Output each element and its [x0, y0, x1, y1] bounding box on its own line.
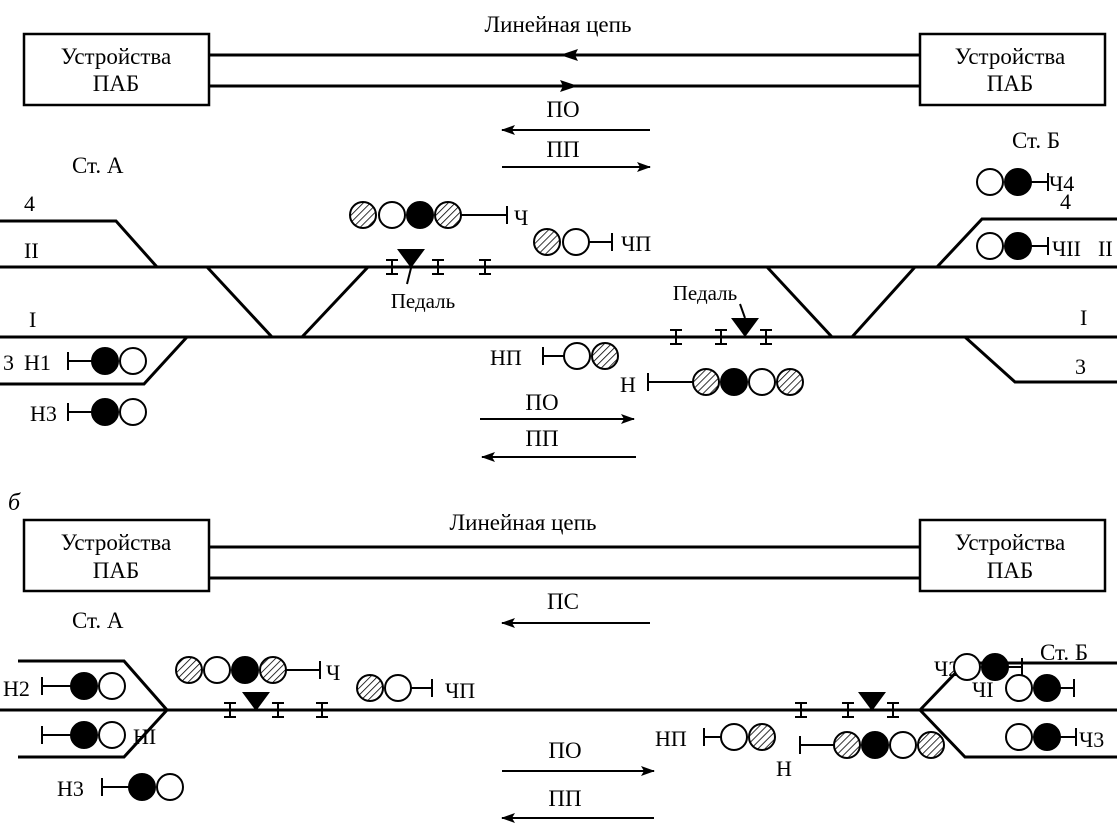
right-track-4-label: 4: [1060, 189, 1071, 214]
station-b-label: Ст. Б: [1012, 128, 1060, 153]
pedal-left-label: Педаль: [391, 289, 455, 313]
signal-ni: [41, 721, 126, 749]
pab-device-right-b: [918, 518, 1107, 593]
right-track-3-label: 3: [1075, 354, 1086, 379]
pedal-right-leader: [739, 303, 746, 319]
pab-device-right: [918, 32, 1107, 107]
signal-chi: [1005, 674, 1075, 702]
arrow-label-pp-lower: ПП: [525, 426, 558, 451]
signal-ch3: [1005, 723, 1077, 751]
arrow-left-icon: [560, 49, 578, 61]
station-a-label-b: Ст. А: [72, 608, 124, 633]
track-3-label: 3: [3, 350, 14, 375]
signal-ch4-label: Ч4: [1049, 171, 1074, 196]
signal-ch-label: Ч: [514, 205, 528, 230]
track-ii-label: II: [24, 238, 39, 263]
pedal-right-icon: [731, 318, 759, 337]
signal-chp: [533, 228, 613, 256]
signal-n2-label: Н2: [3, 676, 30, 701]
pab-device-right-line2: ПАБ: [987, 71, 1033, 96]
insulating-joints-b-right: [795, 702, 899, 718]
signal-n2: [41, 672, 126, 700]
signal-chp-b: [356, 674, 433, 702]
signal-np: [542, 342, 619, 370]
arrow-label-ps: ПС: [547, 589, 579, 614]
pab-device-left: [22, 32, 211, 107]
tracks-a: [0, 217, 1117, 386]
pedal-left-icon: [397, 249, 425, 268]
arrow-label-pp-b: ПП: [548, 786, 581, 811]
signal-n-label: Н: [620, 372, 636, 397]
right-track-ii-label: II: [1098, 236, 1113, 261]
pab-device-left-b-line1: Устройства: [61, 530, 171, 555]
signal-n-b-label: Н: [776, 756, 792, 781]
station-a-label: Ст. А: [72, 153, 124, 178]
signal-chp-label: ЧП: [621, 231, 651, 256]
signal-n-b: [799, 731, 945, 759]
track-4-label: 4: [24, 191, 35, 216]
figure-b: б Устройства ПАБ Устройства ПАБ Линейная…: [0, 490, 1117, 823]
signal-n1: [67, 347, 147, 375]
signal-ni-label: НI: [133, 724, 156, 749]
signal-np-b: [703, 723, 776, 751]
pab-device-left-line1: Устройства: [61, 44, 171, 69]
insulating-joints-b-left: [224, 702, 328, 718]
signal-chii: [976, 232, 1049, 260]
signal-ch2: [953, 653, 1023, 681]
arrow-label-pp-upper: ПП: [546, 137, 579, 162]
signal-n1-label: Н1: [24, 350, 51, 375]
pab-device-right-line1: Устройства: [955, 44, 1065, 69]
signal-np-label: НП: [490, 345, 522, 370]
panel-label-b: б: [8, 490, 21, 516]
pedal-left-leader: [406, 267, 412, 285]
pab-device-left-b: [22, 518, 211, 593]
signal-n3: [67, 398, 147, 426]
tracks-b: [0, 659, 1117, 759]
signal-ch: [349, 201, 508, 229]
signal-n3-b: [101, 773, 184, 801]
pab-device-left-line2: ПАБ: [93, 71, 139, 96]
right-track-i-label: I: [1080, 305, 1087, 330]
signal-chp-b-label: ЧП: [445, 678, 475, 703]
signal-n3-b-label: Н3: [57, 776, 84, 801]
signal-n3-label: Н3: [30, 401, 57, 426]
signal-chi-label: ЧI: [972, 677, 994, 702]
pedal-right-b-icon: [858, 692, 886, 711]
track-i-label: I: [29, 307, 36, 332]
signal-np-b-label: НП: [655, 726, 687, 751]
pab-device-left-b-line2: ПАБ: [93, 558, 139, 583]
line-circuit-label: Линейная цепь: [485, 12, 632, 37]
signal-ch4: [976, 168, 1049, 196]
figure-a: Устройства ПАБ Устройства ПАБ Линейная ц…: [0, 12, 1117, 462]
pab-device-right-b-line1: Устройства: [955, 530, 1065, 555]
arrow-right-icon: [560, 80, 578, 92]
insulating-joints-a-bottom: [670, 329, 772, 345]
signal-n: [647, 368, 804, 396]
insulating-joints-a-top: [386, 259, 491, 275]
signal-chii-label: ЧII: [1052, 236, 1081, 261]
arrow-label-po-lower: ПО: [525, 390, 558, 415]
arrow-label-po-b: ПО: [548, 738, 581, 763]
signal-ch-b-label: Ч: [326, 660, 340, 685]
signal-ch3-label: Ч3: [1079, 727, 1104, 752]
pedal-left-b-icon: [242, 692, 270, 711]
arrow-label-po-upper: ПО: [546, 97, 579, 122]
pedal-right-label: Педаль: [673, 281, 737, 305]
station-b-label-b: Ст. Б: [1040, 640, 1088, 665]
line-circuit-label-b: Линейная цепь: [450, 510, 597, 535]
pab-device-right-b-line2: ПАБ: [987, 558, 1033, 583]
signal-ch-b: [175, 656, 321, 684]
